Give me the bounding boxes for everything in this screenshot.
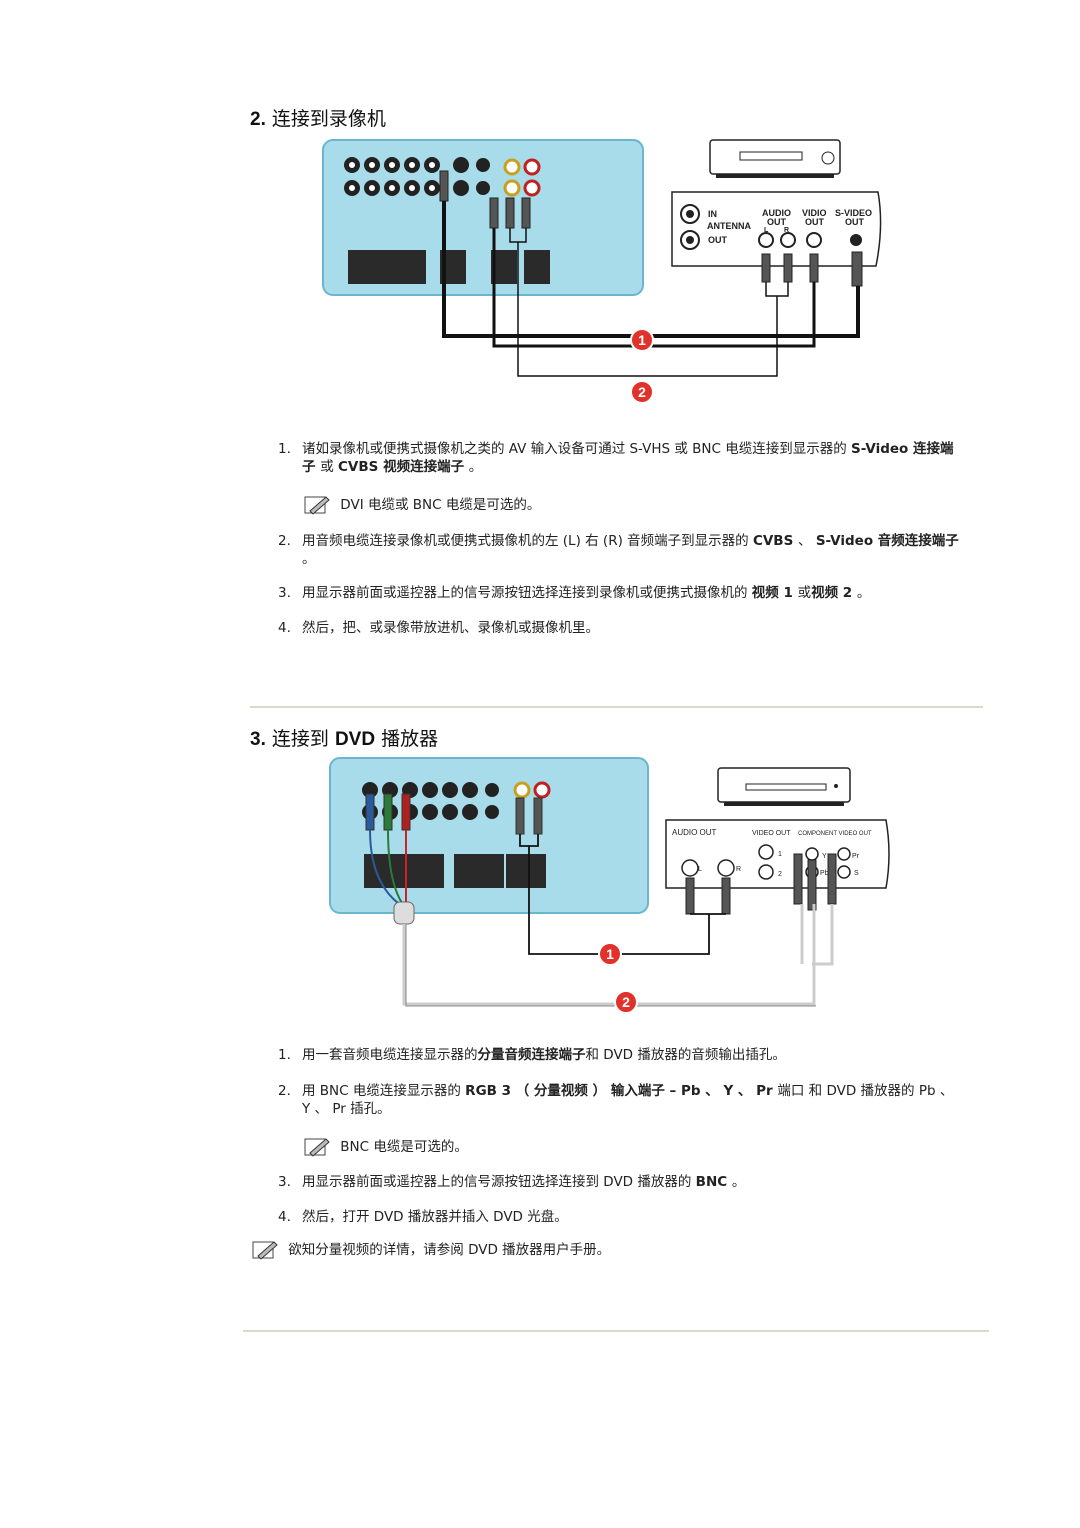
audio-cable (519, 834, 726, 955)
dvd-badge-1: 1 (598, 942, 622, 966)
component-cable (402, 904, 834, 1006)
section2-title: 2. 连接到录像机 (250, 104, 386, 131)
monitor-label-strips (364, 854, 546, 888)
section2-step-4: 4. 然后，把、或录像带放进机、录像机或摄像机里。 (278, 620, 599, 636)
vcr-label-svideo: S-VIDEO (835, 208, 872, 218)
section3-step-1: 1. 用一套音频电缆连接显示器的分量音频连接端子和 DVD 播放器的音频输出插孔… (278, 1047, 786, 1063)
section3-footnote: 欲知分量视频的详情，请参阅 DVD 播放器用户手册。 (252, 1238, 610, 1260)
dvd-plugs (685, 853, 837, 915)
section2-title-text: 连接到录像机 (271, 108, 386, 130)
vcr-label-audio-out: OUT (767, 217, 787, 227)
vcr-device (709, 139, 841, 178)
vcr-badge-2: 2 (630, 380, 654, 404)
section3-note: BNC 电缆是可选的。 (304, 1135, 468, 1157)
section2-title-number: 2. (250, 109, 266, 130)
vcr-label-audio: AUDIO (762, 208, 791, 218)
component-plugs (365, 793, 543, 835)
vcr-label-video-out: OUT (805, 217, 825, 227)
vcr-back-panel (671, 191, 882, 267)
step-number: 1. (278, 441, 291, 457)
dvd-label-audio-out: AUDIO OUT (672, 828, 717, 837)
monitor-rca-jacks (513, 781, 551, 799)
vcr-label-svideo-out: OUT (845, 217, 865, 227)
section3-title: 3. 连接到 DVD 播放器 (250, 728, 439, 750)
monitor-bnc-row (344, 157, 490, 196)
divider (250, 706, 983, 708)
section2-step-1: 1. 诸如录像机或便携式摄像机之类的 AV 输入设备可通过 S-VHS 或 BN… (278, 441, 954, 475)
dvd-label-s: S (854, 870, 859, 877)
note-pencil-icon (304, 496, 330, 515)
video-cable (492, 228, 816, 348)
section2-step-3: 3. 用显示器前面或遥控器上的信号源按钮选择连接到录像机或便携式摄像机的 视频 … (278, 585, 871, 601)
section2-step-2: 2. 用音频电缆连接录像机或便携式摄像机的左 (L) 右 (R) 音频端子到显示… (278, 533, 959, 567)
dvd-label-y: Y (822, 853, 827, 860)
vcr-badge-1: 1 (630, 328, 654, 352)
component-cable-edge (405, 924, 816, 1007)
vcr-output-jacks (758, 232, 862, 248)
section2-note: DVI 电缆或 BNC 电缆是可选的。 (304, 493, 540, 515)
vcr-label-l: L (764, 227, 769, 234)
svg-text:1: 1 (638, 332, 646, 348)
dvd-label-video-out: VIDEO OUT (752, 830, 791, 837)
dvd-label-pr: Pr (852, 853, 860, 860)
vcr-antenna-jacks (680, 204, 700, 250)
dvd-connection-diagram: AUDIO OUT VIDEO OUT COMPONENT VIDEO OUT … (329, 757, 890, 1014)
section3-step-2: 2. 用 BNC 电缆连接显示器的 RGB 3 （ 分量视频 ） 输入端子 – … (278, 1083, 954, 1117)
vcr-label-antenna: ANTENNA (707, 221, 751, 231)
divider (243, 1330, 989, 1332)
dvd-label-r: R (736, 866, 741, 873)
svg-text:2: 2 (638, 384, 646, 400)
section3-step-4: 4. 然后，打开 DVD 播放器并插入 DVD 光盘。 (278, 1209, 568, 1225)
cable-sleeve (393, 901, 415, 925)
svg-text:2: 2 (622, 994, 630, 1010)
vcr-label-out: OUT (708, 235, 728, 245)
vcr-connection-diagram: IN ANTENNA OUT AUDIO OUT L R VIDIO OUT S… (322, 139, 882, 404)
dvd-label-1: 1 (778, 851, 782, 858)
audio-cable (509, 228, 789, 377)
monitor-back-panel (329, 757, 649, 914)
dvd-label-2: 2 (778, 871, 782, 878)
vcr-label-in: IN (708, 209, 717, 219)
dvd-device (717, 767, 851, 806)
dvd-label-component-out: COMPONENT VIDEO OUT (798, 831, 872, 837)
dvd-label-l: L (698, 866, 702, 873)
svg-text:1: 1 (606, 946, 614, 962)
dvd-cables (402, 834, 834, 1007)
section3-step-3: 3. 用显示器前面或遥控器上的信号源按钮选择连接到 DVD 播放器的 BNC 。 (278, 1174, 746, 1190)
note-pencil-icon (304, 1138, 330, 1157)
monitor-rca-jacks (503, 158, 541, 197)
dvd-badge-2: 2 (614, 990, 638, 1014)
note-pencil-icon (252, 1241, 278, 1260)
vcr-label-video: VIDIO (802, 208, 827, 218)
dvd-label-pb: Pb (820, 870, 829, 877)
vcr-label-r: R (784, 227, 789, 234)
